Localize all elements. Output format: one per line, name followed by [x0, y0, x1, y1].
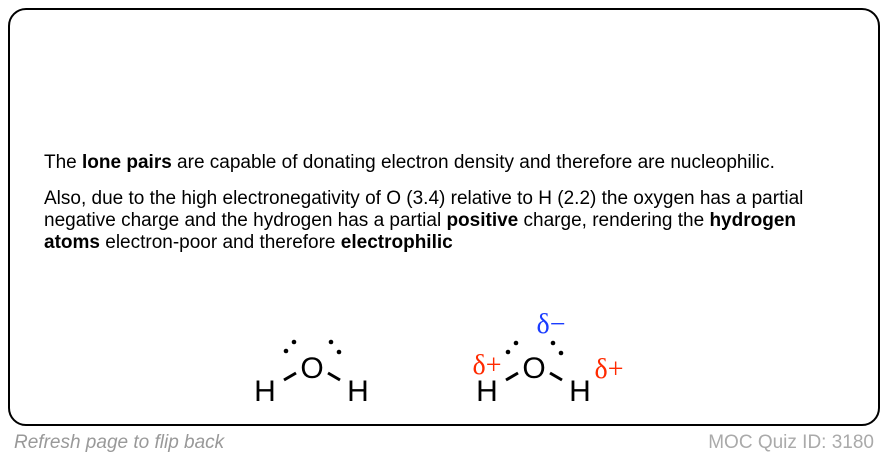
text: electron-poor and therefore [99, 232, 341, 253]
bold-term: electrophilic [340, 232, 453, 253]
oxygen-atom: O [522, 352, 545, 385]
bond [327, 371, 341, 382]
oxygen-atom: O [300, 352, 323, 385]
text: are capable of donating electron density… [171, 152, 775, 173]
hydrogen-atom: H [347, 375, 369, 408]
bond [283, 371, 297, 382]
bold-term: lone pairs [82, 152, 172, 173]
hydrogen-atom: H [254, 375, 276, 408]
hydrogen-atom: H [476, 375, 498, 408]
partial-negative-label: δ− [537, 309, 566, 340]
lone-pair-dots [505, 340, 564, 356]
water-molecule: H O H [254, 339, 369, 408]
bond [505, 371, 519, 382]
bond [549, 371, 563, 382]
water-molecule-partial-charges: H O H δ+ δ+ δ− [473, 309, 624, 408]
card-text: The lone pairs are capable of donating e… [44, 152, 844, 268]
text: The [44, 152, 83, 173]
bold-term: positive [446, 210, 519, 231]
bold-term: hydrogen atoms [44, 210, 797, 253]
lone-pair-dots [283, 339, 342, 355]
paragraph-electronegativity: Also, due to the high electronegativity … [44, 188, 844, 254]
partial-positive-label: δ+ [473, 350, 502, 381]
flashcard[interactable] [8, 8, 880, 426]
text: Also, due to the high electronegativity … [44, 188, 804, 231]
partial-positive-label: δ+ [595, 354, 624, 385]
hydrogen-atom: H [569, 375, 591, 408]
paragraph-lone-pairs: The lone pairs are capable of donating e… [44, 152, 844, 174]
text: charge, rendering the [518, 210, 710, 231]
quiz-id: MOC Quiz ID: 3180 [708, 432, 874, 453]
refresh-hint: Refresh page to flip back [14, 432, 225, 453]
